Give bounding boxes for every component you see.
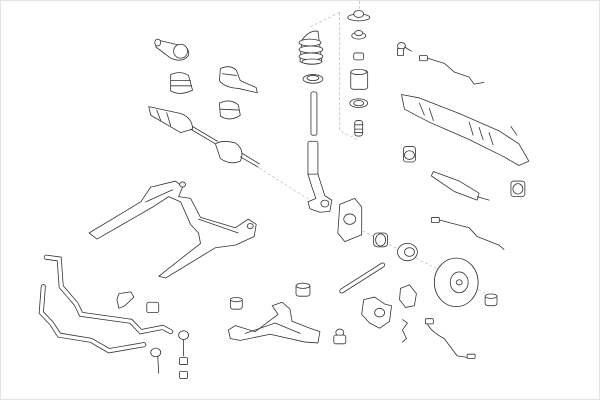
cap-icon <box>485 294 497 306</box>
brake-caliper-icon <box>362 297 392 328</box>
stabilizer-link-icon <box>151 348 161 373</box>
brake-spring-clip-icon <box>402 320 407 343</box>
drive-shaft-icon <box>149 107 259 168</box>
wear-sensor-icon <box>425 319 475 359</box>
bushing-icon <box>147 302 159 312</box>
cv-boot-icon <box>219 101 240 119</box>
brake-hose-icon <box>342 265 383 291</box>
wheel-bearing-icon <box>374 233 388 247</box>
strut-mount-icon <box>348 11 370 21</box>
nut-icon <box>354 53 364 60</box>
stabilizer-bar-icon <box>46 257 170 331</box>
cv-joint-icon <box>219 67 257 93</box>
subframe-icon <box>89 181 256 278</box>
drawing-layer <box>41 1 529 378</box>
tie-rod-end-icon <box>398 43 412 56</box>
leader-lines <box>255 1 489 295</box>
coil-spring-boot-icon <box>299 31 323 64</box>
steering-damper-icon <box>431 172 489 201</box>
stabilizer-clamp-icon <box>117 292 134 308</box>
bushing-icon <box>296 283 310 296</box>
brake-pad-icon <box>400 285 417 308</box>
stabilizer-bar-icon <box>41 287 143 351</box>
brake-disc-icon <box>434 258 478 306</box>
bushing-icon <box>403 146 415 162</box>
bump-stop-icon <box>355 120 363 136</box>
steering-rack-icon <box>401 94 528 165</box>
bushing-icon <box>511 181 525 197</box>
spring-seat-icon <box>303 75 323 84</box>
abs-sensor-icon <box>431 217 504 249</box>
steering-knuckle-icon <box>308 174 332 212</box>
bushing-icon <box>230 297 242 309</box>
shock-absorber-icon <box>308 92 318 176</box>
spring-seat-icon <box>350 99 368 108</box>
splash-shield-icon <box>338 198 362 241</box>
cv-boot-icon <box>155 39 189 60</box>
cv-boot-icon <box>171 73 193 94</box>
wheel-hub-icon <box>398 243 418 260</box>
abs-sensor-icon <box>419 56 484 85</box>
bushing-icon <box>351 69 368 89</box>
ball-joint-icon <box>334 329 346 344</box>
stabilizer-link-icon <box>179 331 189 379</box>
strut-bearing-icon <box>352 30 366 39</box>
control-arm-icon <box>228 302 320 343</box>
